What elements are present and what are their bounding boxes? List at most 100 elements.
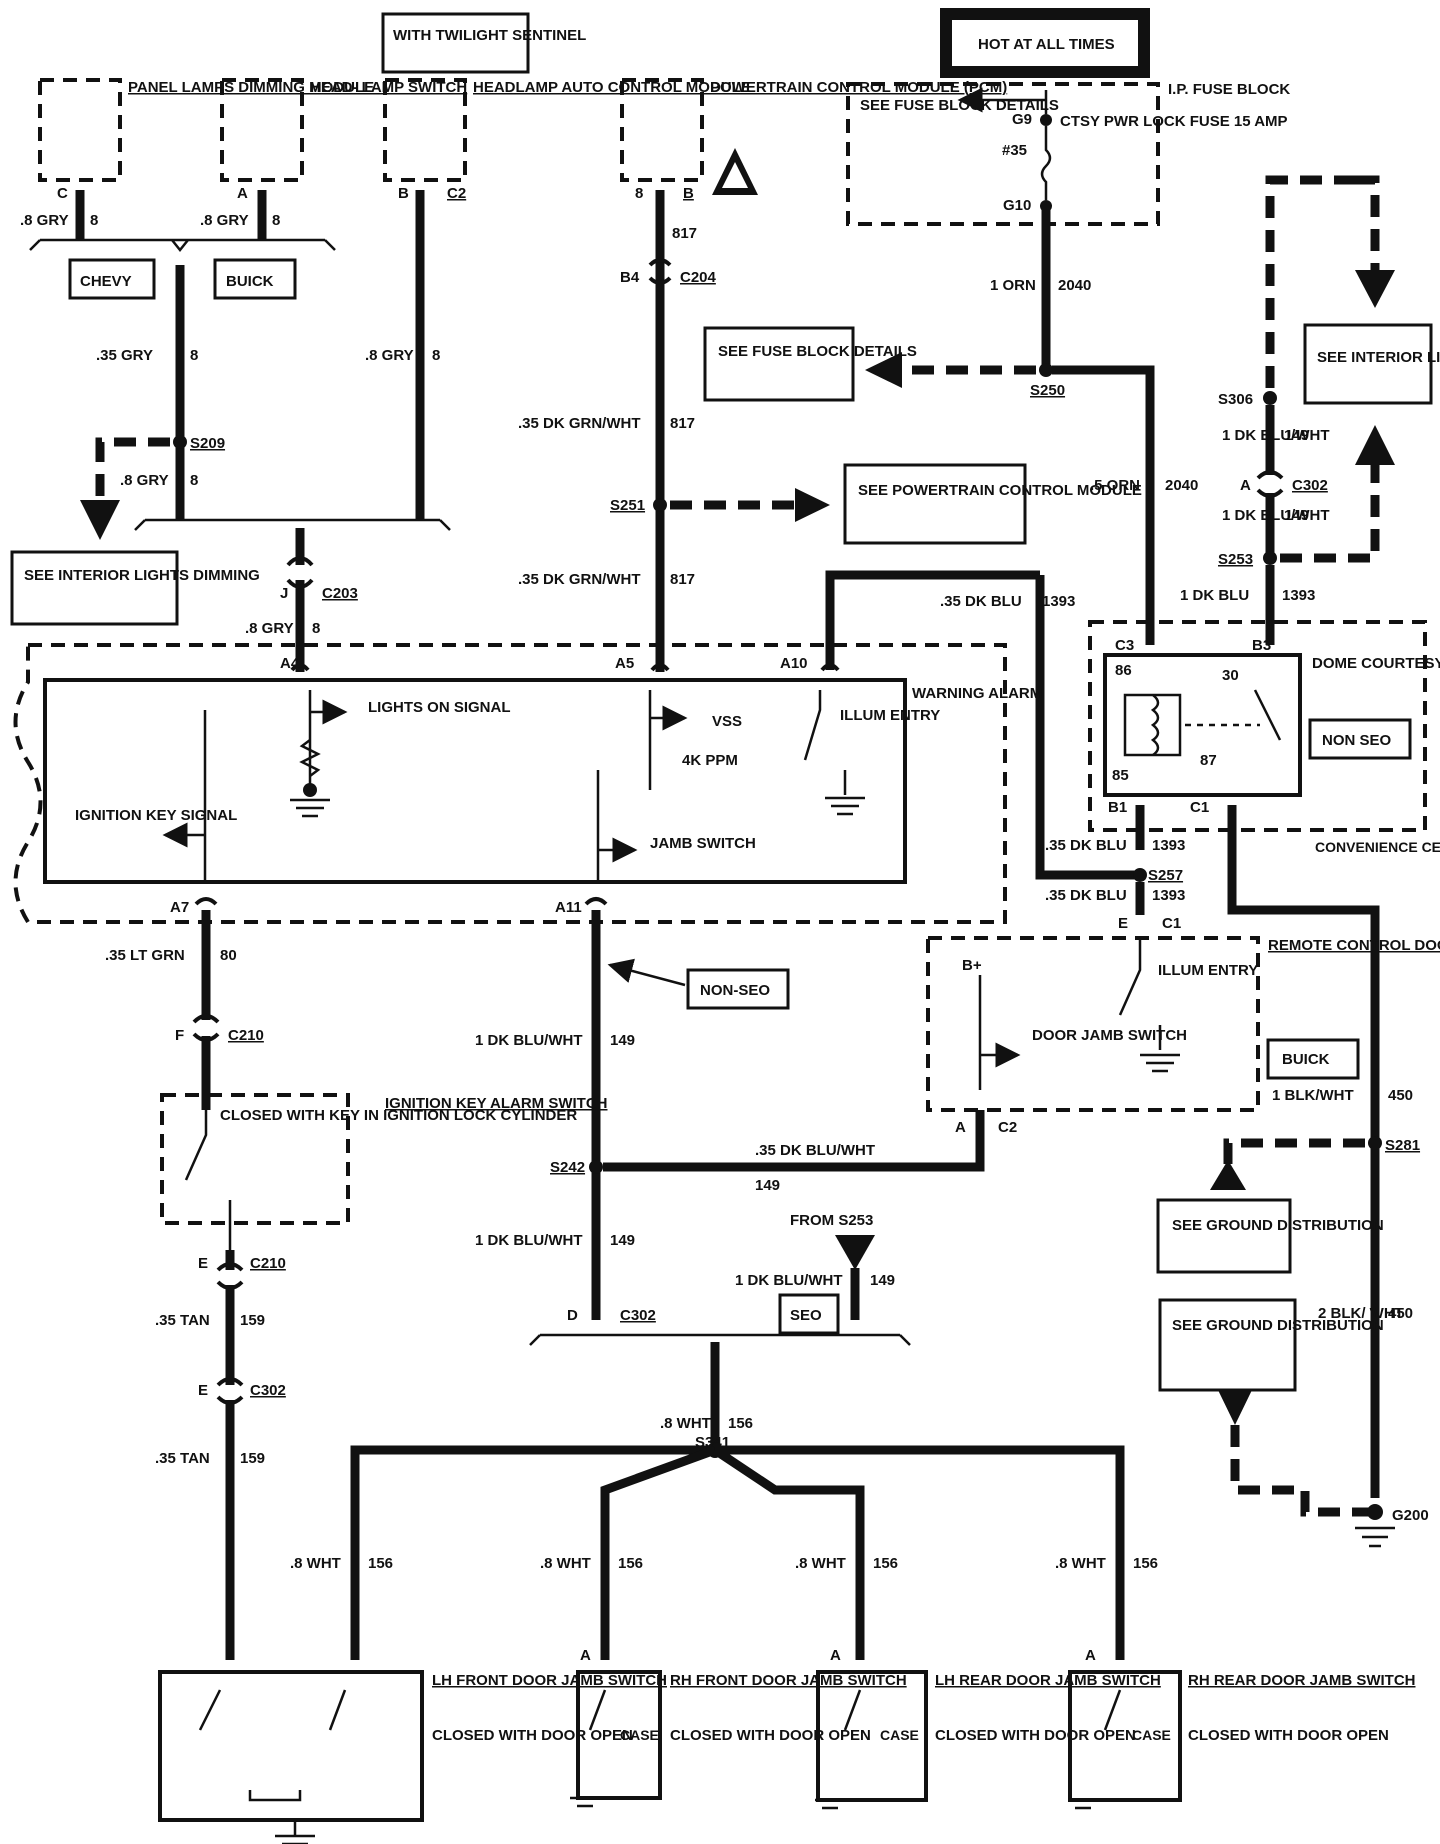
wire-label: .35 TAN [155, 1450, 210, 1467]
wire-circuit: 149 [1284, 507, 1309, 524]
wire-label: .35 LT GRN [105, 947, 185, 964]
pin-b1: B1 [1108, 799, 1127, 816]
closed-with-door-open-3: CLOSED WITH DOOR OPEN [935, 1727, 1136, 1744]
wire-label: .35 TAN [155, 1312, 210, 1329]
wire-circuit: 1393 [1152, 837, 1185, 854]
pin-e-c302: E [198, 1382, 208, 1399]
pin-e-c210: E [198, 1255, 208, 1272]
wire-label: .8 GRY [200, 212, 249, 229]
see-ground-distribution-2: SEE GROUND DISTRIBUTION [1172, 1317, 1384, 1334]
wire-label: 1 DK BLU/WHT [735, 1272, 843, 1289]
pin-a-lhr: A [830, 1647, 841, 1664]
fuse-label: CTSY PWR LOCK FUSE 15 AMP [1060, 113, 1288, 130]
pin-a4: A4 [280, 655, 300, 672]
pin-e: E [1118, 915, 1128, 932]
pin-a-rhf: A [580, 1647, 591, 1664]
splice-s251: S251 [610, 497, 645, 514]
wire-circuit: 817 [672, 225, 697, 242]
headlamp-switch: HEAD- LAMP SWITCH [220, 78, 467, 182]
ground-icon-8 [1068, 1798, 1098, 1810]
illum-entry-label-2: ILLUM ENTRY [1158, 962, 1258, 979]
pcm-label: POWERTRAIN CONTROL MODULE (PCM) [710, 79, 1007, 96]
relay-86: 86 [1115, 662, 1132, 679]
ground-icon-4 [1140, 1053, 1180, 1073]
wire-label: .35 DK BLU [1045, 837, 1127, 854]
splice-s257: S257 [1148, 867, 1183, 884]
ground-g200: G200 [1392, 1507, 1429, 1524]
wire-label: .8 WHT [660, 1415, 711, 1432]
seo-box: SEO [790, 1307, 822, 1324]
arrow-down-icon-3 [835, 1235, 875, 1270]
arrow-up-icon [1355, 425, 1395, 465]
wire-circuit: 450 [1388, 1087, 1413, 1104]
wire-circuit: 149 [755, 1177, 780, 1194]
arrow-down-icon-2 [1355, 270, 1395, 308]
closed-with-door-open-4: CLOSED WITH DOOR OPEN [1188, 1727, 1389, 1744]
relay-87: 87 [1200, 752, 1217, 769]
closed-with-door-open-2: CLOSED WITH DOOR OPEN [670, 1727, 871, 1744]
headlamp-auto-label: HEADLAMP AUTO CONTROL MODULE [473, 79, 751, 96]
wire-circuit: 8 [90, 212, 98, 229]
4k-ppm-label: 4K PPM [682, 752, 738, 769]
relay-coil-icon [1123, 693, 1182, 757]
chevy-box: CHEVY [80, 273, 132, 290]
lh-front-door-jamb-switch: LH FRONT DOOR JAMB SWITCH CLOSED WITH DO… [158, 1670, 667, 1844]
wire-label: .35 DK BLU [940, 593, 1022, 610]
buick-box-2: BUICK [1282, 1051, 1330, 1068]
connector-c2-b: C2 [998, 1119, 1017, 1136]
wire-label: 1 DK BLU [1180, 587, 1249, 604]
warning-alarm-label: WARNING ALARM [912, 685, 1042, 702]
ignition-key-alarm-switch-label: IGNITION KEY ALARM SWITCH [385, 1095, 608, 1112]
pin-b3: B3 [1252, 637, 1271, 654]
pin-b4: B4 [620, 269, 640, 286]
wire-label: .8 GRY [20, 212, 69, 229]
pin-8: 8 [635, 185, 643, 202]
wire-label: 1 DK BLU/WHT [475, 1232, 583, 1249]
lh-rear-label: LH REAR DOOR JAMB SWITCH [935, 1672, 1161, 1689]
wire-label: .8 GRY [120, 472, 169, 489]
wire-label: .8 GRY [365, 347, 414, 364]
connector-c302: C302 [1292, 477, 1328, 494]
wire-circuit: 149 [610, 1232, 635, 1249]
non-seo-box: NON SEO [1322, 732, 1392, 749]
splice-s250: S250 [1030, 382, 1065, 399]
wire-label: .35 DK GRN/WHT [518, 415, 641, 432]
connector-c210-b: C210 [250, 1255, 286, 1272]
pin-a-c2: A [955, 1119, 966, 1136]
pin-a5: A5 [615, 655, 634, 672]
wire-circuit: 8 [312, 620, 320, 637]
wire-label: 1 ORN [990, 277, 1036, 294]
wire-circuit: 817 [670, 571, 695, 588]
connector-c302-b: C302 [250, 1382, 286, 1399]
see-interior-lights-dimming: SEE INTERIOR LIGHTS DIMMING [24, 567, 260, 584]
splice-s281: S281 [1385, 1137, 1420, 1154]
twilight-sentinel-label: WITH TWILIGHT SENTINEL [393, 27, 586, 44]
relay-85: 85 [1112, 767, 1129, 784]
wire-circuit: 8 [190, 347, 198, 364]
wire-label: .35 GRY [96, 347, 153, 364]
wire-label: .35 DK BLU/WHT [755, 1142, 875, 1159]
hot-at-all-times-box: HOT AT ALL TIMES [940, 8, 1150, 78]
ground-arrow-icon-2 [1218, 1390, 1252, 1425]
see-fuse-block-details-2: SEE FUSE BLOCK DETAILS [718, 343, 917, 360]
wire-circuit: 2040 [1058, 277, 1091, 294]
ground-icon-5 [275, 1820, 315, 1844]
splice-s209 [173, 435, 187, 449]
wire-label: .8 WHT [1055, 1555, 1106, 1572]
wire-label: .8 WHT [540, 1555, 591, 1572]
rh-front-door-jamb-switch: A RH FRONT DOOR JAMB SWITCH CLOSED WITH … [570, 1647, 907, 1808]
pin-c3: C3 [1115, 637, 1134, 654]
arrow-left-icon [865, 352, 902, 388]
headlamp-switch-label: HEAD- LAMP SWITCH [310, 79, 467, 96]
wire-label: .8 WHT [795, 1555, 846, 1572]
ip-fuse-block: I.P. FUSE BLOCK SEE FUSE BLOCK DETAILS C… [846, 81, 1290, 226]
hot-at-all-times-label: HOT AT ALL TIMES [978, 36, 1115, 53]
case-label: CASE [620, 1727, 659, 1743]
dome-courtesy-relay-label: DOME COURTESY LAMP RELAY [1312, 655, 1440, 672]
pin-c1-rcdlr: C1 [1162, 915, 1181, 932]
rcdlr-label: REMOTE CONTROL DOOR LOCK RECEIVER [1268, 937, 1440, 954]
lh-rear-door-jamb-switch: A LH REAR DOOR JAMB SWITCH CLOSED WITH D… [815, 1647, 1161, 1810]
wire-label: .35 DK GRN/WHT [518, 571, 641, 588]
arrow-right-icon [795, 488, 830, 522]
